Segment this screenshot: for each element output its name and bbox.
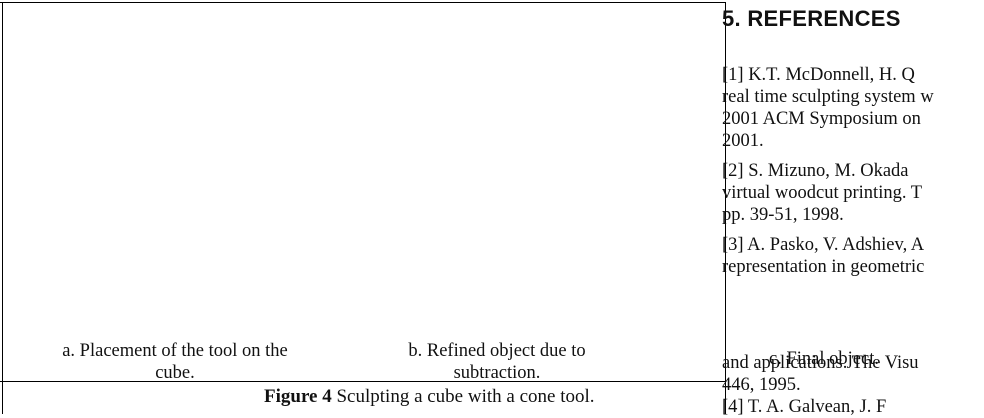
caption-b: b. Refined object due to subtraction. (372, 340, 622, 384)
ref2-line1: [2] S. Mizuno, M. Okada (722, 161, 909, 181)
ref3-line3: and applications. The Visu (722, 353, 919, 373)
ref1-line4: 2001. (722, 131, 764, 151)
figure-caption: Figure 4 Sculpting a cube with a cone to… (264, 386, 595, 408)
caption-b-line1: b. Refined object due to (408, 341, 586, 361)
cone-texture (100, 148, 122, 190)
caption-b-line2: subtraction. (453, 363, 541, 383)
figure-bottom-border (0, 381, 725, 382)
ref2-line3: pp. 39-51, 1998. (722, 205, 844, 225)
figure-caption-text: Sculpting a cube with a cone tool. (336, 386, 595, 407)
ref1-line2: real time sculpting system w (722, 87, 934, 107)
ref1-line3: 2001 ACM Symposium on (722, 109, 921, 129)
ref2-line2: virtual woodcut printing. T (722, 183, 923, 203)
caption-a: a. Placement of the tool on the cube. (30, 340, 320, 384)
ref3-line2: representation in geometric (722, 257, 925, 277)
ref3-line1: [3] A. Pasko, V. Adshiev, A (722, 235, 925, 255)
figure-left-border (2, 2, 3, 414)
ref3-line4: 446, 1995. (722, 375, 801, 395)
references-heading: 5. REFERENCES (722, 6, 901, 31)
figure-label: Figure 4 (264, 386, 332, 407)
figure-top-border (0, 2, 725, 3)
cube-top-face (38, 44, 292, 144)
ref4-line1: [4] T. A. Galvean, J. F (722, 397, 887, 417)
cube-notch (68, 120, 130, 200)
caption-a-line2: cube. (155, 363, 195, 383)
cone-tool-c (702, 20, 762, 98)
ref1-line1: [1] K.T. McDonnell, H. Q (722, 65, 915, 85)
caption-c: c. Final object. (769, 349, 879, 369)
caption-a-line1: a. Placement of the tool on the (62, 341, 288, 361)
